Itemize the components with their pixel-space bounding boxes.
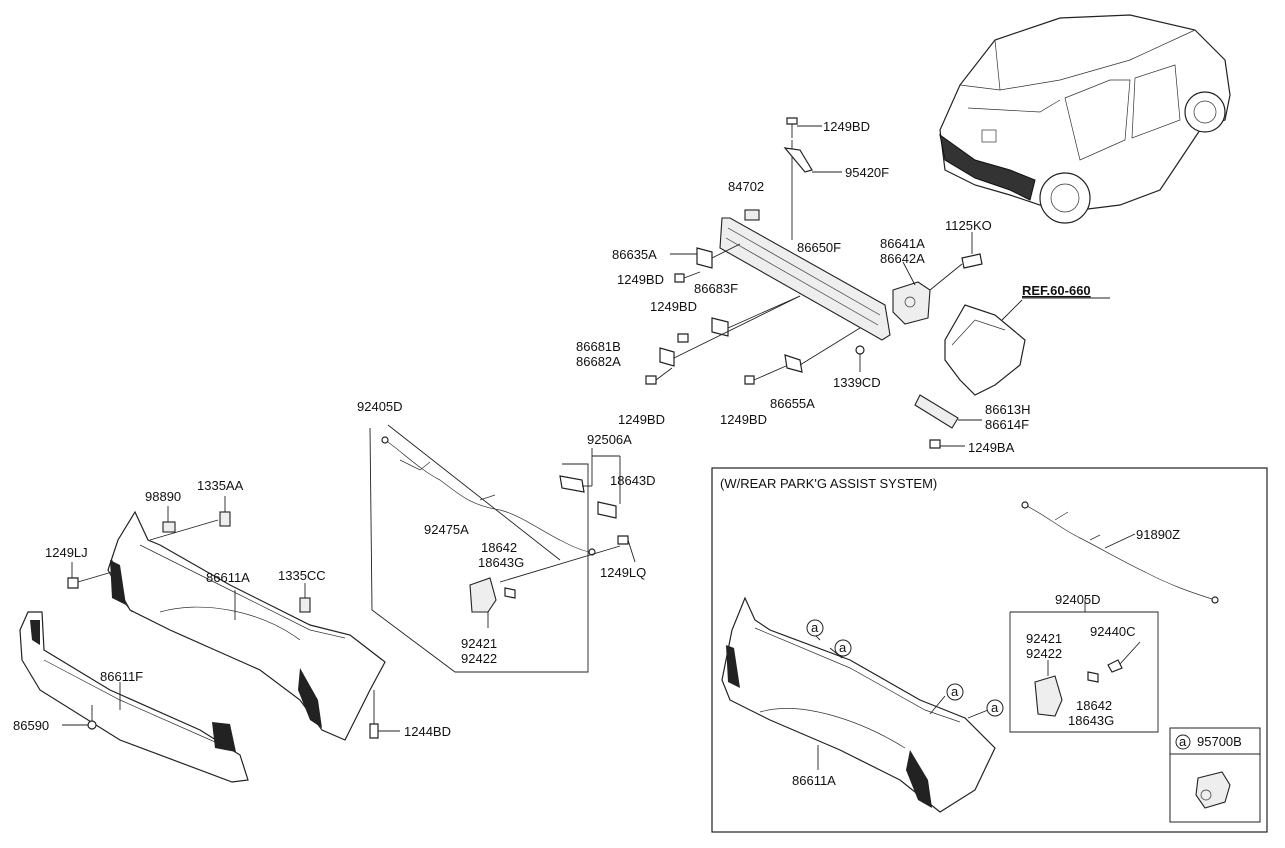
label-1249LJ: 1249LJ xyxy=(45,545,88,560)
inset-label-18643G: 18643G xyxy=(1068,713,1114,728)
inset-label-92405D: 92405D xyxy=(1055,592,1101,607)
label-86613H: 86613H xyxy=(985,402,1031,417)
label-18642: 18642 xyxy=(481,540,517,555)
label-1125KO: 1125KO xyxy=(945,218,992,233)
label-1249BD-b: 1249BD xyxy=(650,299,697,314)
label-1249BD-c: 1249BD xyxy=(618,412,665,427)
label-92421: 92421 xyxy=(461,636,497,651)
label-18643D: 18643D xyxy=(610,473,656,488)
inset-label-92421: 92421 xyxy=(1026,631,1062,646)
label-1339CD: 1339CD xyxy=(833,375,881,390)
label-95420F: 95420F xyxy=(845,165,889,180)
rear-bumper-cover xyxy=(67,496,400,741)
label-86611A: 86611A xyxy=(206,570,250,585)
label-86590: 86590 xyxy=(13,718,49,733)
label-86635A: 86635A xyxy=(612,247,657,262)
inset-label-92422: 92422 xyxy=(1026,646,1062,661)
label-86681B: 86681B xyxy=(576,339,621,354)
callout-a-1: a xyxy=(811,620,819,635)
label-1249LQ: 1249LQ xyxy=(600,565,646,580)
inset-label-18642: 18642 xyxy=(1076,698,1112,713)
inset-label-92440C: 92440C xyxy=(1090,624,1136,639)
label-1335CC: 1335CC xyxy=(278,568,326,583)
callout-a-4: a xyxy=(991,700,999,715)
label-1335AA: 1335AA xyxy=(197,478,244,493)
wiring-box xyxy=(369,424,636,673)
label-86614F: 86614F xyxy=(985,417,1029,432)
label-1244BD: 1244BD xyxy=(404,724,451,739)
legend-callout-a: a xyxy=(1179,734,1187,749)
parking-sensor-icon xyxy=(1195,771,1231,809)
label-86641A: 86641A xyxy=(880,236,925,251)
callout-a-2: a xyxy=(839,640,847,655)
label-92506A: 92506A xyxy=(587,432,632,447)
label-1249BA: 1249BA xyxy=(968,440,1015,455)
beam-86650F xyxy=(719,217,891,341)
back-beam-assembly xyxy=(645,117,983,385)
label-18643G: 18643G xyxy=(478,555,524,570)
legend-part-95700B: 95700B xyxy=(1197,734,1242,749)
inset-title: (W/REAR PARK'G ASSIST SYSTEM) xyxy=(720,476,937,491)
callout-a-3: a xyxy=(951,684,959,699)
inset-label-91890Z: 91890Z xyxy=(1136,527,1180,542)
label-86642A: 86642A xyxy=(880,251,925,266)
label-reference: REF.60-660 xyxy=(1022,283,1091,298)
vehicle-illustration xyxy=(939,14,1231,224)
label-86655A: 86655A xyxy=(770,396,815,411)
lower-diffuser xyxy=(19,611,249,783)
label-92475A: 92475A xyxy=(424,522,469,537)
label-86683F: 86683F xyxy=(694,281,738,296)
label-84702: 84702 xyxy=(728,179,764,194)
label-1249BD-d: 1249BD xyxy=(720,412,767,427)
label-92405D: 92405D xyxy=(357,399,403,414)
rear-park-assist-inset: (W/REAR PARK'G ASSIST SYSTEM) xyxy=(711,467,1268,833)
label-92422: 92422 xyxy=(461,651,497,666)
label-98890: 98890 xyxy=(145,489,181,504)
label-86611F: 86611F xyxy=(100,669,143,684)
label-1249BD-top: 1249BD xyxy=(823,119,870,134)
reference-body-panel xyxy=(914,297,1110,449)
part-labels: 1249BD 95420F 84702 86635A 86650F 86641A… xyxy=(13,119,1180,788)
label-86650F: 86650F xyxy=(797,240,841,255)
label-1249BD-a: 1249BD xyxy=(617,272,664,287)
inset-label-86611A: 86611A xyxy=(792,773,836,788)
label-86682A: 86682A xyxy=(576,354,621,369)
